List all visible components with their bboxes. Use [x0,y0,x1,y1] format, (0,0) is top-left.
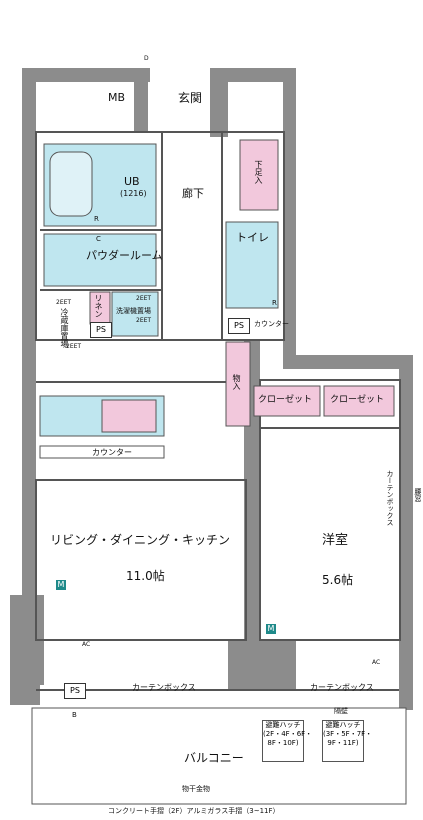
room-linen: リネン [94,294,103,318]
room-closet-1: クローゼット [258,395,313,405]
room-entrance: 玄関 [178,91,203,105]
room-mb: MB [108,91,126,104]
reverse-2: 2EET [66,343,82,350]
d-mark: D [144,55,149,62]
reverse-1: 2EET [56,299,72,306]
ps-2: PS [228,318,250,334]
fixtures [31,139,407,805]
kitchen-counter-bar [39,445,165,459]
bathtub [49,151,93,217]
hatch-left: 避難ハッチ (2F・4F・6F・ 8F・10F) [262,720,312,762]
room-ldk-size: 11.0帖 [126,569,165,583]
meter-1: M [56,580,66,590]
r-mark-2: R [272,299,277,307]
meter-2: M [266,624,276,634]
storage-area [225,341,251,427]
room-fridge: 冷蔵庫置場 [60,308,69,348]
outer-walls [10,68,413,710]
reverse-3: 2EET [136,317,152,324]
room-storage: 物入 [232,374,241,390]
sink [101,399,157,433]
fridge-note: 2EET [136,295,152,302]
b-mark: B [72,711,77,719]
room-corridor: 廊下 [182,187,204,200]
room-closet-2: クローゼット [330,395,385,405]
hatch-right: 避難ハッチ (3F・5F・7F・ 9F・11F) [322,720,372,762]
powder-area [43,233,157,287]
washer-area [111,291,159,337]
room-western: 洋室 [322,533,349,548]
curtain-box-right: カーテンボックス [310,683,374,692]
ps-1: PS [90,322,112,338]
closet-2-area [323,385,395,417]
shoe-cabinet [239,139,279,211]
room-ldk: リビング・ダイニング・キッチン [50,533,231,547]
room-shoe-storage: 下足入 [254,160,263,184]
interior-walls [35,131,401,691]
curtain-box-left: カーテンボックス [132,683,196,692]
toilet-area [225,221,279,309]
curtain-box-side: カーテンボックス [386,470,394,526]
closet-1-area [253,385,321,417]
room-western-size: 5.6帖 [322,573,354,587]
ac-2: AC [372,659,381,666]
ps-3: PS [64,683,86,699]
c-mark: C [96,235,101,243]
window-side: 腰窓 [414,488,422,502]
ac-1: AC [82,641,91,648]
room-powder: パウダールーム [86,249,163,262]
room-washer: 洗濯機置場 [116,307,151,315]
rail-note: コンクリート手摺（2F）アルミガラス手摺（3~11F） [108,807,280,815]
partition-label: 隔壁 [334,707,348,715]
drying-label: 物干金物 [182,785,210,793]
room-toilet: トイレ [236,231,269,244]
counter-toilet: カウンター [254,320,289,328]
counter-kitchen: カウンター [92,448,132,457]
room-ub-size: (1216) [120,189,147,198]
room-ub: UB [124,175,140,188]
room-balcony: バルコニー [184,751,244,765]
r-mark-1: R [94,215,99,223]
